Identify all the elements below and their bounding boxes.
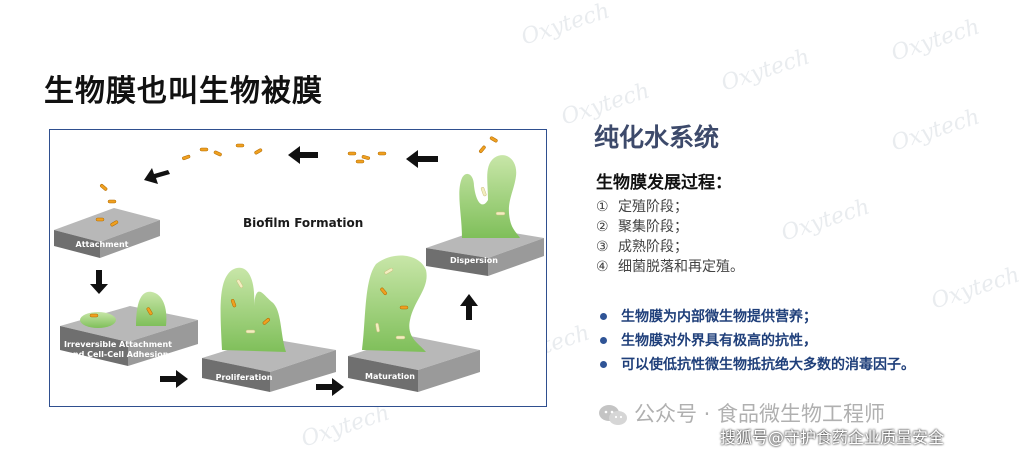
platform-attachment	[54, 208, 160, 258]
platform-maturation	[348, 336, 480, 392]
bullet-dot-icon	[600, 312, 607, 320]
stage-label-dispersion: Dispersion	[450, 256, 498, 265]
bullet-dot-icon	[600, 360, 607, 368]
watermark: Oxytech	[718, 44, 813, 97]
wechat-icon	[599, 405, 627, 425]
system-title: 纯化水系统	[594, 123, 720, 152]
figure-title: Biofilm Formation	[243, 216, 364, 230]
stage-label-attachment: Attachment	[75, 240, 129, 249]
bullet-item: 可以使低抗性微生物抵抗绝大多数的消毒因子。	[594, 353, 1014, 377]
biofilm-diagram	[54, 136, 544, 396]
page-title: 生物膜也叫生物被膜	[44, 74, 323, 109]
process-heading: 生物膜发展过程：	[596, 173, 732, 193]
sohu-account-watermark: 搜狐号@守护食药企业质量安全	[720, 428, 945, 447]
stage-label-proliferation: Proliferation	[215, 373, 273, 382]
biofilm-proliferation	[220, 267, 286, 352]
biofilm-dispersion	[459, 155, 520, 238]
bacteria-cells	[89, 136, 498, 325]
biofilm-formation-figure: Biofilm Formation Attachment Irreversibl…	[49, 129, 547, 407]
wechat-account-watermark: 公众号 · 食品微生物工程师	[598, 398, 885, 428]
bullet-item: 生物膜对外界具有极高的抗性，	[594, 329, 1014, 353]
stage-label-irreversible: Irreversible Attachment and Cell-Cell Ad…	[63, 340, 173, 359]
biofilm-small-clusters	[80, 291, 167, 328]
platform-proliferation	[202, 338, 336, 392]
watermark: Oxytech	[518, 0, 613, 51]
watermark: Oxytech	[298, 400, 393, 453]
flow-arrows	[90, 146, 478, 396]
bullet-list: 生物膜为内部微生物提供营养； 生物膜对外界具有极高的抗性， 可以使低抗性微生物抵…	[594, 305, 1014, 377]
bullet-item: 生物膜为内部微生物提供营养；	[594, 305, 1014, 329]
stage-label-maturation: Maturation	[365, 372, 415, 381]
watermark: Oxytech	[888, 14, 983, 67]
bacteria-pale	[236, 187, 506, 340]
bullet-dot-icon	[600, 336, 607, 344]
